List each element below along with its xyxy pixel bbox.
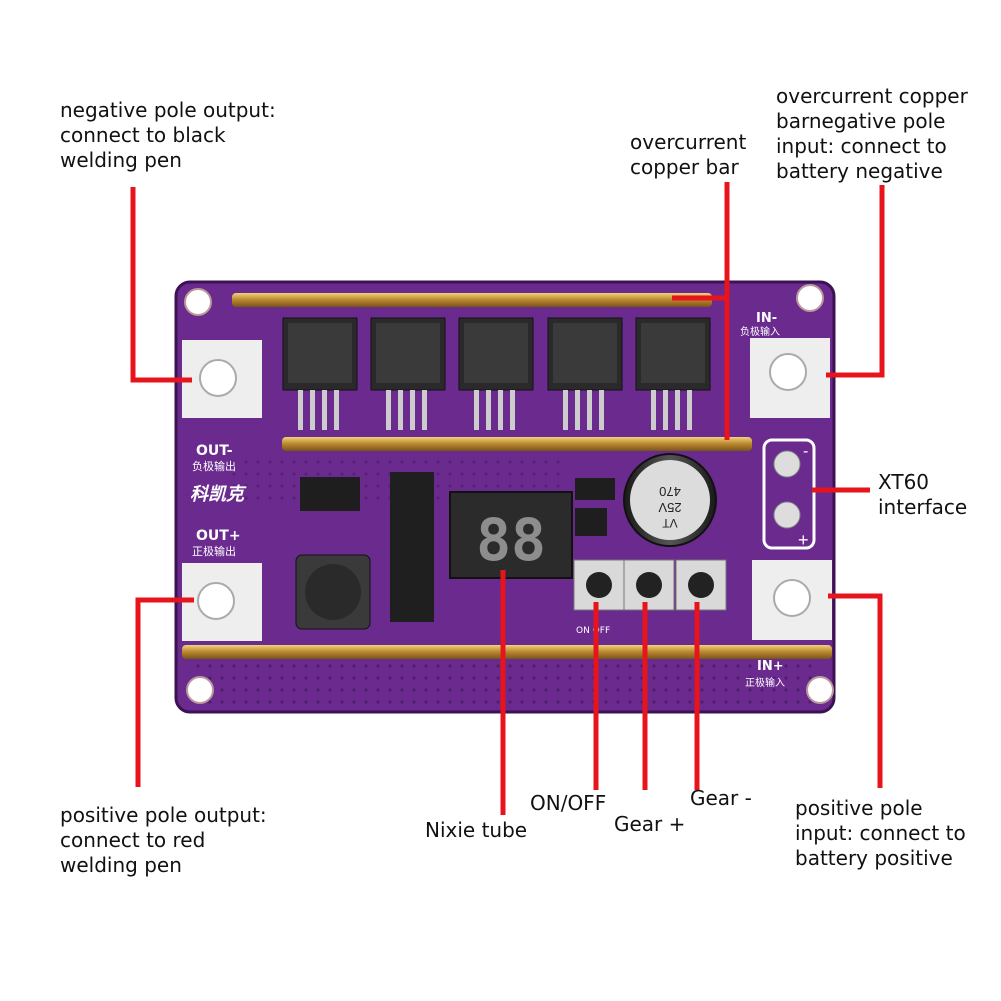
in-plus-cn-silk: 正极输入 bbox=[745, 676, 785, 689]
callout-pos-output bbox=[135, 597, 194, 787]
label-gear-plus: Gear + bbox=[614, 812, 686, 836]
cap-text-3: 470 bbox=[659, 484, 681, 499]
mount-hole bbox=[796, 284, 824, 312]
mosfet-row bbox=[282, 317, 711, 430]
mosfet bbox=[282, 317, 358, 430]
mosfet bbox=[547, 317, 623, 430]
mount-hole bbox=[186, 676, 214, 704]
silkscreen: OUT- 负极输出 科凯克 OUT+ 正极输出 IN- 负极输入 IN+ 正极输… bbox=[190, 311, 785, 689]
out-plus-silk: OUT+ bbox=[196, 528, 241, 544]
smd-chip bbox=[575, 508, 607, 536]
copper-bar-bottom bbox=[182, 645, 832, 659]
label-positive-pole-input: positive pole input: connect to battery … bbox=[795, 796, 966, 870]
overcurrent-copper-bar-top bbox=[232, 293, 712, 307]
nixie-tube-display: 88 bbox=[449, 491, 573, 579]
smd-chip bbox=[575, 478, 615, 500]
label-negative-pole-output: negative pole output: connect to black w… bbox=[60, 98, 276, 172]
label-nixie-tube: Nixie tube bbox=[425, 818, 528, 842]
callout-lines bbox=[130, 182, 885, 815]
mosfet bbox=[458, 317, 534, 430]
terminal-pads bbox=[182, 338, 832, 641]
smd-chip bbox=[300, 477, 360, 511]
callout-overcurrent-neg-input bbox=[826, 185, 885, 378]
gear-plus-button[interactable] bbox=[623, 559, 675, 611]
out-minus-silk: OUT- bbox=[196, 443, 233, 459]
xt60-plus-silk: + bbox=[798, 530, 809, 550]
in-plus-silk: IN+ bbox=[757, 659, 784, 674]
capacitor: VT 25V 470 bbox=[623, 453, 717, 547]
mosfet bbox=[635, 317, 711, 430]
ic-chip bbox=[390, 472, 434, 622]
callout-neg-output bbox=[130, 187, 192, 383]
gear-minus-button[interactable] bbox=[675, 559, 727, 611]
brand-silk: 科凯克 bbox=[190, 484, 247, 505]
overcurrent-copper-bar-middle bbox=[282, 437, 752, 451]
cap-text-2: 25V bbox=[658, 500, 681, 515]
label-gear-minus: Gear - bbox=[690, 786, 752, 810]
xt60-minus-silk: - bbox=[803, 443, 808, 460]
label-overcurrent-negative-input: overcurrent copper barnegative pole inpu… bbox=[776, 84, 968, 183]
mount-hole bbox=[806, 676, 834, 704]
xt60-connector: - + bbox=[762, 438, 816, 550]
on-off-button[interactable] bbox=[573, 559, 625, 611]
label-xt60-interface: XT60 interface bbox=[878, 470, 968, 519]
display-digits: 88 bbox=[476, 506, 546, 574]
mount-hole bbox=[184, 288, 212, 316]
mosfet bbox=[370, 317, 446, 430]
out-plus-cn-silk: 正极输出 bbox=[192, 544, 236, 558]
out-minus-cn-silk: 负极输出 bbox=[192, 459, 236, 473]
callout-pos-input bbox=[828, 593, 883, 788]
cap-text-1: VT bbox=[662, 516, 678, 530]
label-overcurrent-copper-bar: overcurrent copper bar bbox=[630, 130, 747, 179]
on-off-silk: ON OFF bbox=[576, 626, 610, 636]
in-minus-cn-silk: 负极输入 bbox=[740, 325, 780, 338]
label-positive-pole-output: positive pole output: connect to red wel… bbox=[60, 803, 267, 877]
label-on-off: ON/OFF bbox=[530, 791, 607, 815]
in-minus-silk: IN- bbox=[756, 311, 777, 326]
